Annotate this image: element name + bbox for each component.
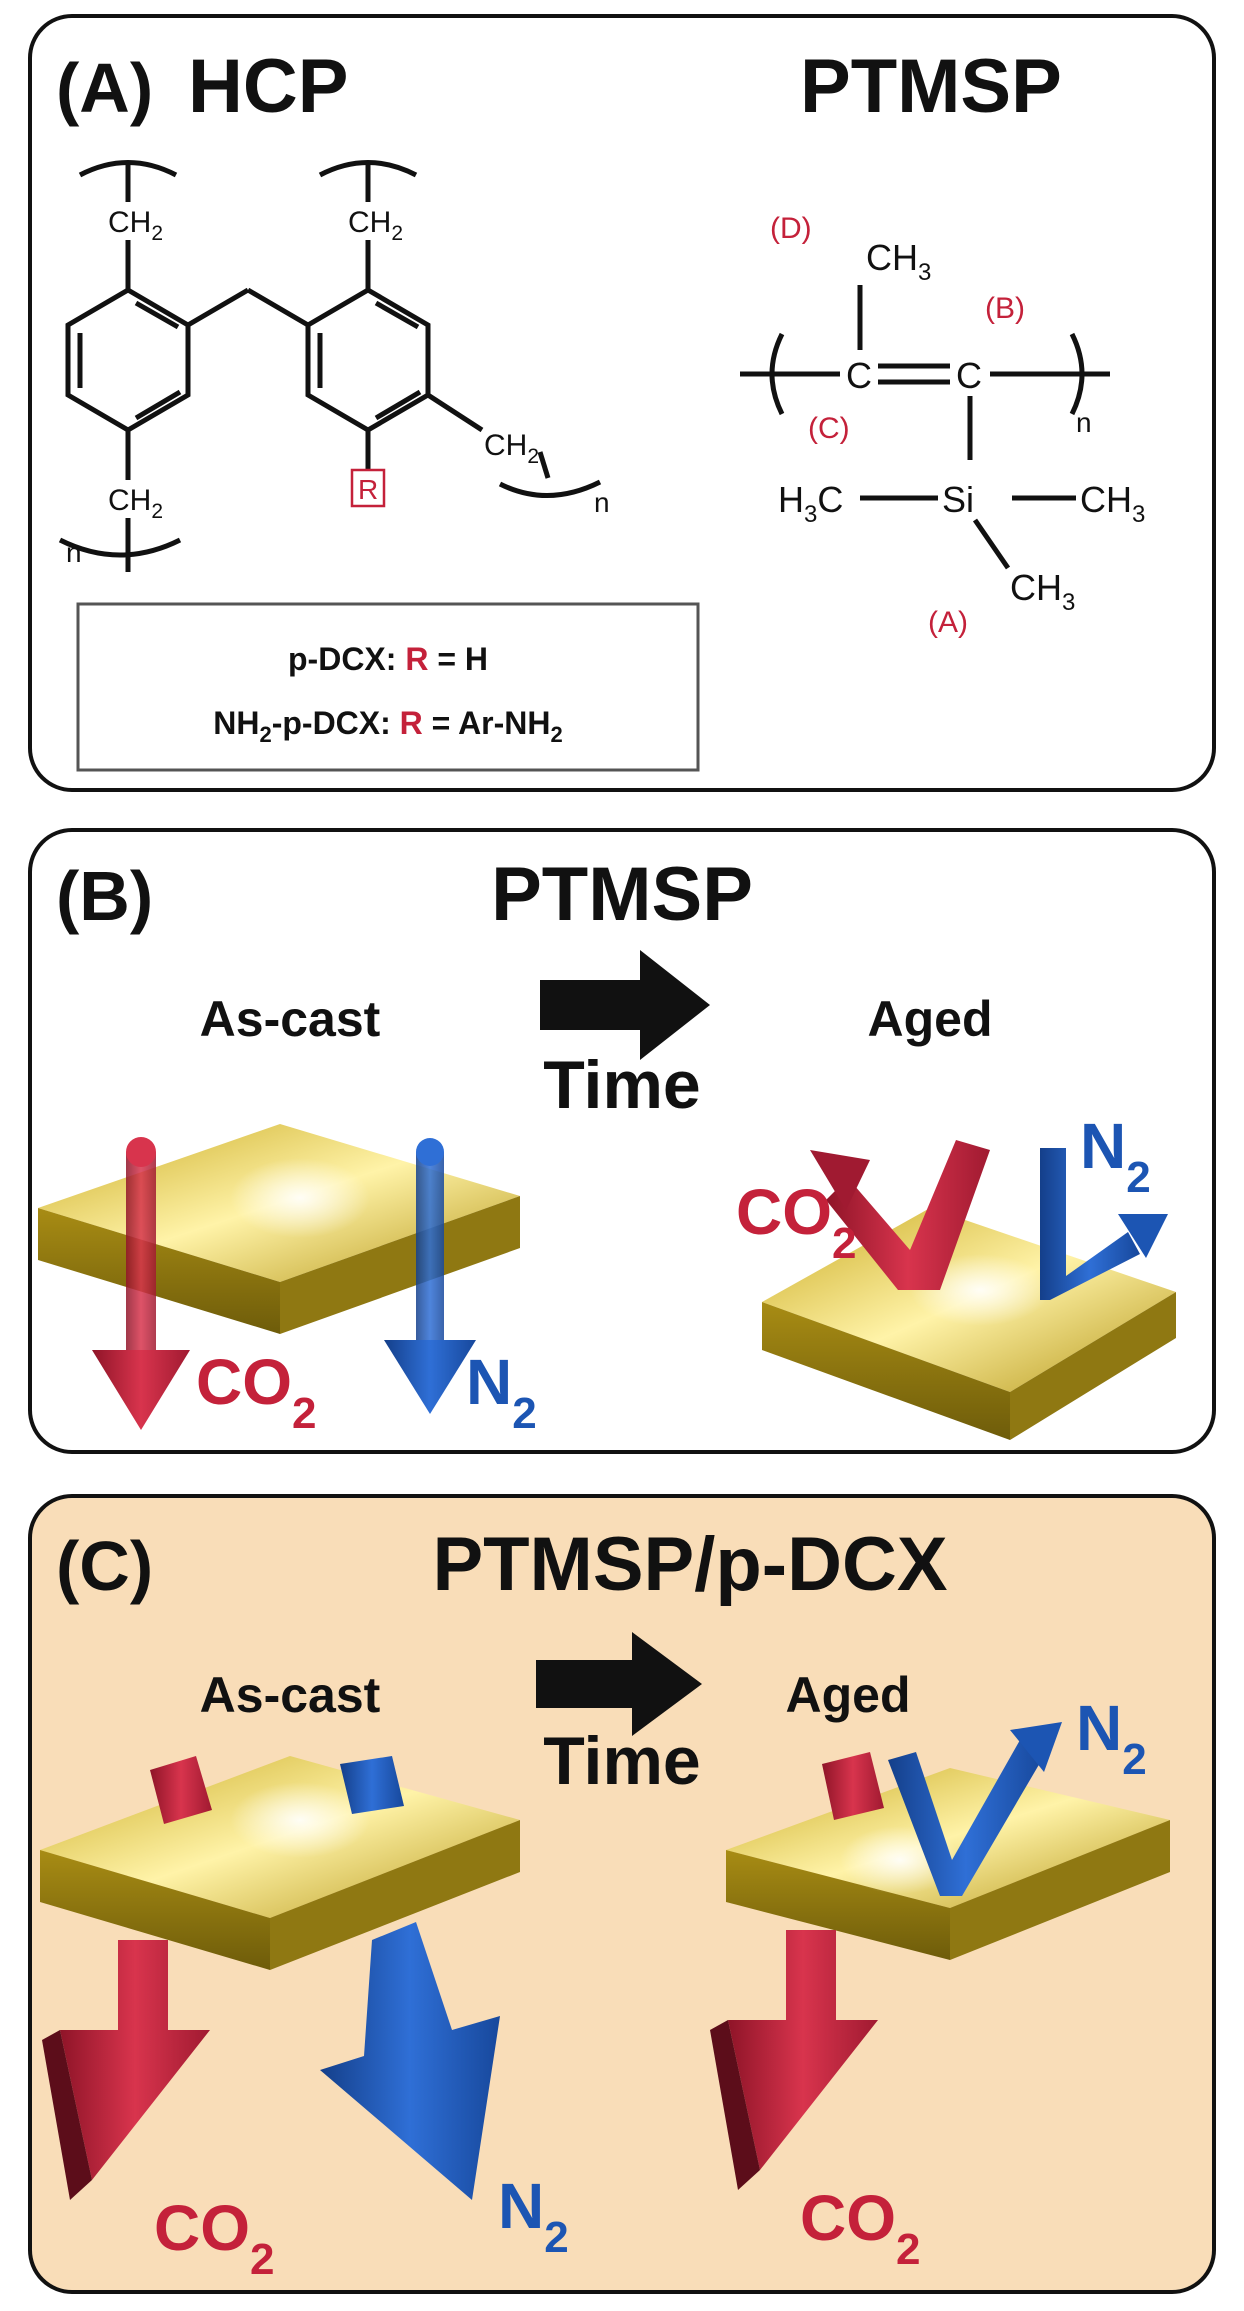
hcp-ring-double <box>134 389 182 421</box>
ptmsp-ch3-right: CH3 <box>1080 479 1145 528</box>
ptmsp-h3c: H3C <box>778 479 843 528</box>
panel-b-n2-right: N2 <box>1080 1110 1151 1202</box>
panel-b-label: (B) <box>56 857 153 935</box>
panel-a: (A) HCP PTMSP <box>56 44 1145 772</box>
hcp-bridge <box>186 287 250 328</box>
hcp-legend-box <box>76 602 700 772</box>
panel-c: (C) PTMSP/p-DCX As-cast Aged Time CO2 N2 <box>40 1522 1170 2284</box>
hcp-ring-left <box>65 287 191 433</box>
hcp-bond <box>537 451 551 479</box>
legend-line-nh2-p-dcx: NH2-p-DCX: R = Ar-NH2 <box>213 705 563 747</box>
panel-b-time-arrow <box>540 950 710 1060</box>
hcp-bracket-bottom-left <box>58 537 182 558</box>
panel-b-co2-reflect-arrow <box>810 1140 990 1290</box>
panel-c-n2-left: N2 <box>498 2170 569 2262</box>
hcp-ch2-label: CH2 <box>348 206 403 245</box>
panel-c-as-cast: As-cast <box>200 1667 381 1723</box>
panel-b-co2-left: CO2 <box>196 1346 316 1438</box>
label-c: (C) <box>808 412 850 445</box>
ptmsp-c-left: C <box>846 355 872 396</box>
panel-c-n2-arrow <box>320 1756 500 2200</box>
hcp-ch2-label: CH2 <box>108 206 163 245</box>
panel-c-co2-arrow <box>42 1756 212 2200</box>
hcp-ring-double <box>134 300 180 330</box>
label-d: (D) <box>770 212 812 245</box>
panel-b-n2-arrow <box>384 1138 476 1414</box>
panel-b-aged-membrane <box>762 1208 1176 1440</box>
ptmsp-title-a: PTMSP <box>800 44 1062 129</box>
ptmsp-labels: CH3 C C Si H3C CH3 CH3 n (D) (B) (C) (A) <box>770 212 1145 639</box>
hcp-ring-right <box>305 287 431 433</box>
panel-a-label: (A) <box>56 49 153 127</box>
panel-c-time: Time <box>543 1723 700 1799</box>
panel-c-n2-reflect-arrow <box>888 1722 1062 1896</box>
hcp-ch2-label: CH2 <box>108 484 163 523</box>
panel-b-n2-reflect-arrow <box>1040 1148 1168 1300</box>
hcp-ring-double <box>374 300 420 330</box>
hcp-bridge <box>246 287 310 328</box>
label-b: (B) <box>985 292 1025 325</box>
hcp-n-right: n <box>594 487 610 518</box>
hcp-bond <box>426 392 484 433</box>
panel-b-as-cast: As-cast <box>200 991 381 1047</box>
panel-c-co2-right: CO2 <box>800 2182 920 2274</box>
panel-b-aged: Aged <box>868 991 993 1047</box>
panel-c-title: PTMSP/p-DCX <box>432 1522 947 1607</box>
label-a: (A) <box>928 606 968 639</box>
ptmsp-si-bond <box>972 518 1011 570</box>
panel-c-co2-left: CO2 <box>154 2192 274 2284</box>
r-group-label: R <box>358 474 378 505</box>
ptmsp-bracket-right <box>1069 332 1085 416</box>
panel-b-as-cast-membrane <box>38 1124 520 1334</box>
ptmsp-c-right: C <box>956 355 982 396</box>
hcp-bracket-right <box>498 479 602 498</box>
hcp-structure <box>58 160 602 572</box>
panel-c-aged: Aged <box>786 1667 911 1723</box>
panel-c-n2-right: N2 <box>1076 1692 1147 1784</box>
ptmsp-ch3-top: CH3 <box>866 237 931 286</box>
panel-b-title: PTMSP <box>491 852 753 937</box>
panel-b-co2-arrow <box>92 1137 190 1430</box>
panel-c-time-arrow <box>536 1632 702 1736</box>
ptmsp-ch3-bottom: CH3 <box>1010 567 1075 616</box>
panel-b-co2-right: CO2 <box>736 1176 856 1268</box>
panel-b: (B) PTMSP As-cast Aged Time CO2 N2 <box>38 852 1176 1440</box>
panel-c-co2-aged-arrow <box>710 1752 884 2190</box>
r-group-box <box>350 468 386 508</box>
hcp-title: HCP <box>188 44 348 129</box>
ptmsp-bracket-left <box>769 332 785 416</box>
legend-line-p-dcx: p-DCX: R = H <box>288 641 488 677</box>
ptmsp-structure <box>740 285 1110 570</box>
panel-c-as-cast-membrane <box>40 1756 520 1970</box>
hcp-n-left: n <box>66 537 82 568</box>
hcp-labels: CH2 CH2 CH2 CH2 n n R <box>66 206 610 568</box>
panel-c-label: (C) <box>56 1527 153 1605</box>
panel-b-n2-left: N2 <box>466 1346 537 1438</box>
hcp-ring-double <box>374 389 422 421</box>
ptmsp-si: Si <box>942 479 974 520</box>
hcp-ch2-label: CH2 <box>484 429 539 468</box>
panel-b-time: Time <box>543 1047 700 1123</box>
ptmsp-n: n <box>1076 407 1092 438</box>
